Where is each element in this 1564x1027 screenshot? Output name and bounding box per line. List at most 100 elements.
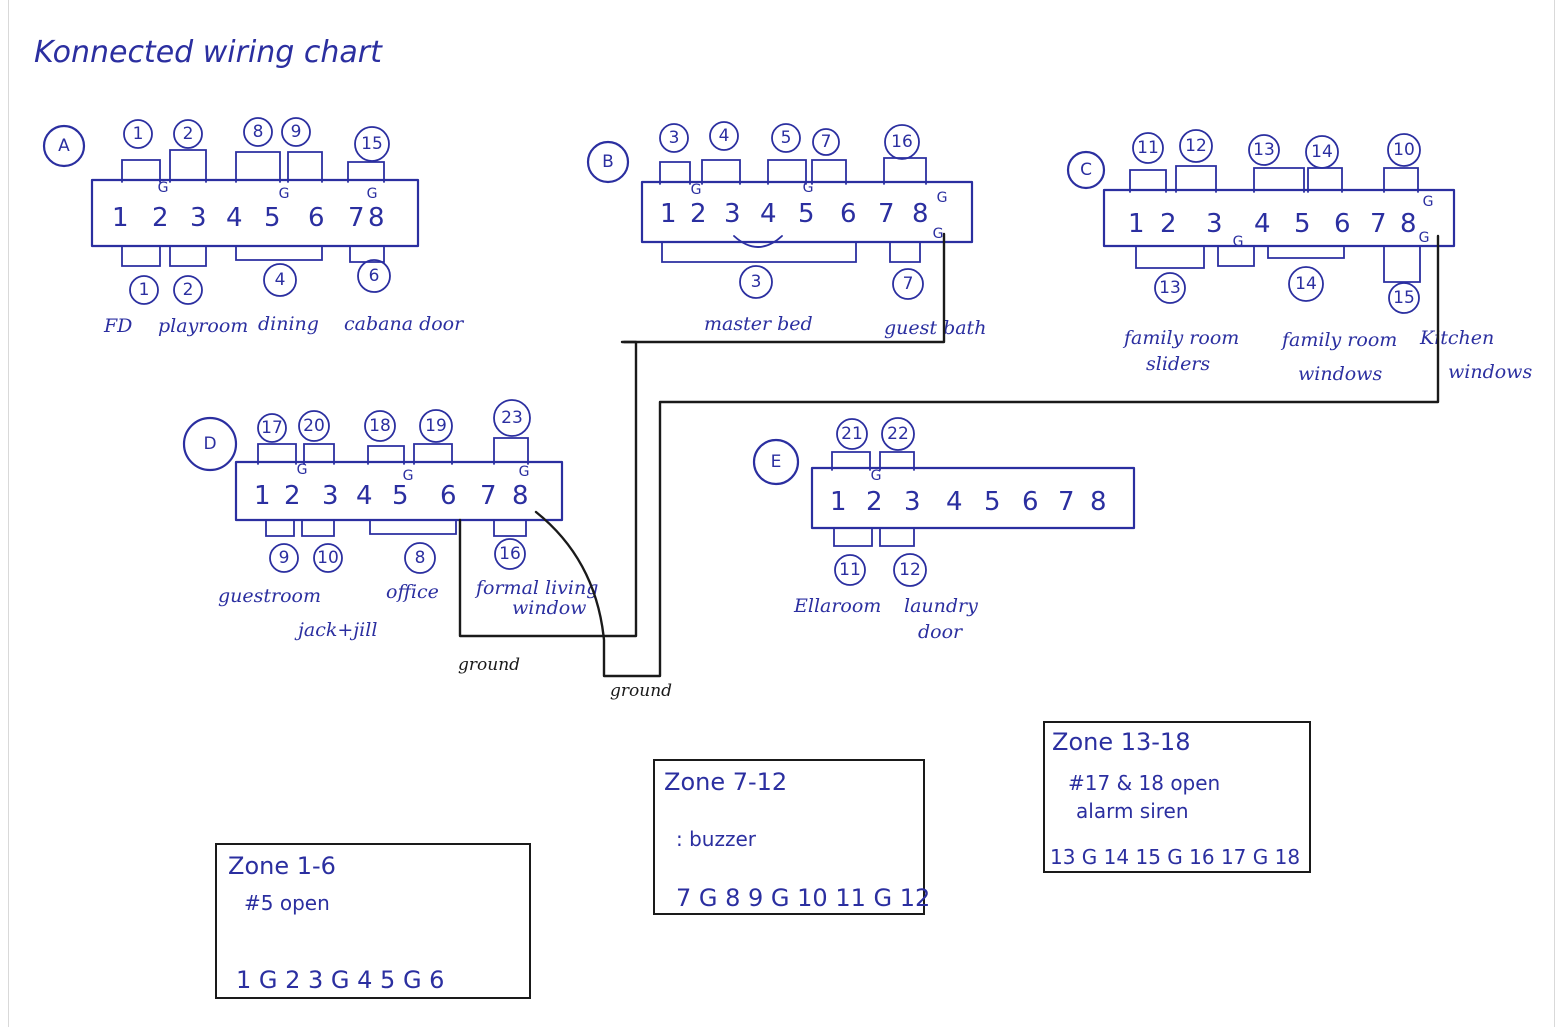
- zone-box-frame: [215, 843, 531, 999]
- terminal-label: 4: [1254, 209, 1271, 239]
- ground-marker: G: [1423, 194, 1434, 210]
- zone-circle: [493, 399, 531, 437]
- zone-box-note-2: alarm siren: [1076, 799, 1189, 823]
- ground-label: ground: [458, 655, 520, 675]
- zone-box-sequence: 7 G 8 9 G 10 11 G 12: [676, 884, 930, 912]
- terminal-label: 8: [912, 199, 929, 229]
- terminal-label: 1: [660, 199, 677, 229]
- ground-marker: G: [691, 182, 702, 198]
- terminal-label: 8: [1400, 209, 1417, 239]
- zone-circle: [494, 538, 526, 570]
- zone-circle: [1288, 266, 1324, 302]
- board-b-letter-circle: [586, 140, 630, 184]
- board-e-bottom-zones: 11 12: [834, 553, 927, 587]
- board-c: C 1 2 3 4 5 6 7 8 G G G 11 12 13: [1066, 129, 1532, 385]
- zone-number: 8: [253, 122, 264, 142]
- page-edge-right: [1554, 0, 1555, 1027]
- zone-number: 19: [425, 416, 447, 436]
- zone-label-jack-jill: jack+jill: [294, 619, 377, 641]
- terminal-label: 2: [284, 481, 301, 511]
- terminal-label: 8: [368, 203, 385, 233]
- zone-circle: [836, 418, 868, 450]
- zone-label-formal-living: formal living: [474, 577, 598, 599]
- zone-box-note: #5 open: [244, 891, 330, 915]
- ground-marker: G: [1233, 234, 1244, 250]
- zone-circle: [354, 126, 390, 162]
- zone-circle: [1387, 133, 1421, 167]
- terminal-label: 3: [190, 203, 207, 233]
- board-d: D 1 2 3 4 5 6 7 8 G G G 17 20 18: [182, 399, 598, 641]
- zone-circle: [313, 543, 343, 573]
- terminal-label: 1: [1128, 209, 1145, 239]
- terminal-label: 3: [1206, 209, 1223, 239]
- zone-number: 6: [369, 266, 380, 286]
- terminal-label: 7: [878, 199, 895, 229]
- zone-circle: [771, 123, 801, 153]
- terminal-label: 5: [798, 199, 815, 229]
- terminal-label: 1: [112, 203, 129, 233]
- terminal-label: 4: [356, 481, 373, 511]
- zone-number: 1: [139, 280, 150, 300]
- board-a-top-wiring: [121, 149, 385, 183]
- zone-label-kitchen-windows: windows: [1448, 361, 1532, 383]
- zone-label-master-bed: master bed: [704, 313, 813, 335]
- terminal-label: 6: [1334, 209, 1351, 239]
- zone-circle: [834, 554, 866, 586]
- zone-number: 9: [279, 548, 290, 568]
- terminal-label: 2: [690, 199, 707, 229]
- zone-circle: [1388, 282, 1420, 314]
- zone-box-title: Zone 7-12: [664, 768, 787, 796]
- board-d-terminal-block: [234, 460, 564, 522]
- board-e-letter-circle: [752, 438, 800, 486]
- zone-number: 16: [891, 132, 913, 152]
- zone-box-1-6: Zone 1-6 #5 open 1 G 2 3 G 4 5 G 6: [215, 843, 531, 999]
- ground-marker: G: [158, 180, 169, 196]
- zone-number: 13: [1253, 140, 1275, 160]
- zone-label-windows: windows: [1298, 363, 1382, 385]
- zone-circle: [1154, 272, 1186, 304]
- zone-label-window: window: [512, 597, 586, 619]
- zone-circle: [281, 117, 311, 147]
- ground-wires: ground ground: [458, 232, 1440, 701]
- terminal-label: 2: [1160, 209, 1177, 239]
- board-a-top-zones: 1 2 8 9 15: [123, 117, 390, 162]
- zone-label-family-room-windows: family room: [1280, 329, 1397, 351]
- terminal-label: 4: [760, 199, 777, 229]
- board-e-bottom-wiring: [833, 527, 915, 547]
- zone-number: 16: [499, 544, 521, 564]
- board-a-letter-circle: [42, 124, 86, 168]
- zone-circle: [364, 410, 396, 442]
- zone-label-family-room-sliders: family room: [1122, 327, 1239, 349]
- terminal-label: 2: [152, 203, 169, 233]
- board-d-top-zones: 17 20 18 19 23: [257, 399, 531, 443]
- terminal-label: 1: [830, 487, 847, 517]
- zone-label-ellaroom: Ellaroom: [793, 595, 881, 617]
- board-d-letter-circle: [182, 416, 238, 472]
- terminal-label: 7: [348, 203, 365, 233]
- zone-circle: [404, 542, 436, 574]
- zone-label-guestroom: guestroom: [218, 585, 321, 607]
- zone-number: 15: [1393, 288, 1415, 308]
- zone-circle: [893, 553, 927, 587]
- zone-circle: [243, 117, 273, 147]
- ground-marker: G: [803, 180, 814, 196]
- board-d-bottom-wiring: [265, 519, 527, 537]
- ground-wire-b8: [622, 232, 946, 344]
- terminal-label: 7: [1058, 487, 1075, 517]
- chart-title: Konnected wiring chart: [34, 35, 383, 70]
- zone-circle: [357, 259, 391, 293]
- zone-number: 10: [1393, 140, 1415, 160]
- zone-box-title: Zone 1-6: [228, 852, 336, 880]
- board-c-letter-circle: [1066, 150, 1106, 190]
- board-b-terminals: 1 2 3 4 5 6 7 8: [660, 199, 929, 229]
- zone-circle: [659, 123, 689, 153]
- ground-marker: G: [933, 226, 944, 242]
- terminal-label: 5: [264, 203, 281, 233]
- zone-circle: [739, 265, 773, 299]
- terminal-label: 6: [440, 481, 457, 511]
- zone-number: 5: [781, 128, 792, 148]
- zone-circle: [812, 128, 840, 156]
- terminal-label: 3: [904, 487, 921, 517]
- terminal-label: 6: [308, 203, 325, 233]
- zone-number: 12: [899, 560, 921, 580]
